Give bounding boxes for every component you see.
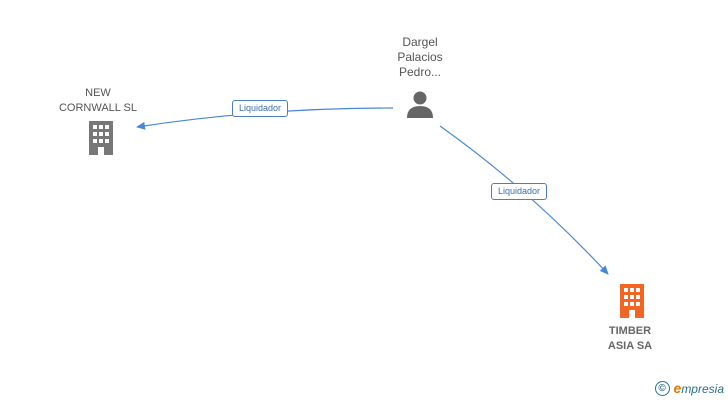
edge-label[interactable]: Liquidador <box>491 183 548 200</box>
brand-initial: e <box>673 380 682 396</box>
company-label-line: ASIA SA <box>607 340 653 352</box>
person-icon[interactable] <box>405 89 435 119</box>
person-label-line: Palacios <box>397 50 443 64</box>
person-label-line: Dargel <box>402 35 438 49</box>
new-cornwall-label[interactable]: NEW CORNWALL SL <box>50 86 146 116</box>
person-label-line: Pedro... <box>398 65 442 79</box>
person-label[interactable]: Dargel Palacios Pedro... <box>384 35 456 80</box>
building-icon[interactable] <box>85 121 117 155</box>
company-label-line: TIMBER <box>608 325 652 337</box>
edge-label[interactable]: Liquidador <box>232 100 289 117</box>
copyright-icon: © <box>654 380 670 396</box>
building-icon[interactable] <box>616 284 648 318</box>
brand-name: mpresia <box>681 382 724 396</box>
brand-logo: empresia <box>674 380 724 396</box>
timber-asia-label[interactable]: TIMBER ASIA SA <box>592 324 668 354</box>
company-label-line: CORNWALL SL <box>58 102 138 114</box>
empresia-watermark: © empresia <box>654 380 724 396</box>
edge-person-to-timber-asia <box>439 125 609 275</box>
company-label-line: NEW <box>85 87 111 99</box>
